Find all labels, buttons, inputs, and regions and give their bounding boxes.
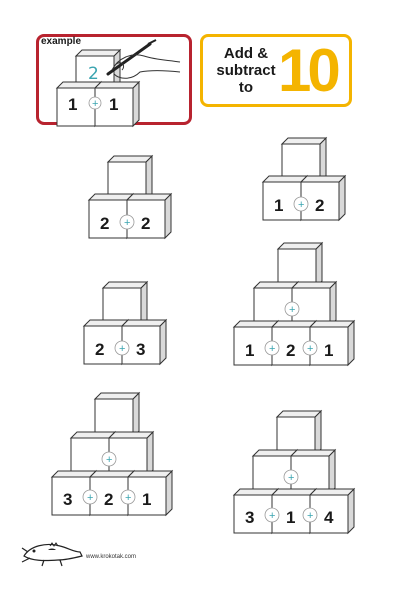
puzzle-6-bottom-1: 3 (245, 508, 254, 527)
puzzle-6-operator-upper: + (288, 472, 294, 484)
puzzle-5-bottom-3: 1 (142, 490, 151, 509)
puzzle-4-operator-2: + (307, 343, 313, 355)
puzzle-3-operator: + (119, 343, 125, 355)
title-panel (200, 34, 352, 107)
footer-url: www.krokotak.com (86, 554, 137, 560)
title-number: 10 (278, 37, 341, 104)
crocodile-logo-icon (21, 542, 83, 567)
puzzle-4-operator-upper: + (289, 304, 295, 316)
title-line-3: to (238, 79, 254, 96)
puzzle-3: 2 3 + (83, 281, 167, 365)
puzzle-1: 2 2 + (88, 155, 172, 239)
puzzle-6: + 3 1 4 + + (233, 410, 355, 534)
example-operator: + (92, 98, 98, 110)
puzzle-4-operator-1: + (269, 343, 275, 355)
hand-with-pen-icon (106, 39, 181, 79)
example-bottom-left: 1 (68, 95, 77, 114)
puzzle-4-bottom-1: 1 (245, 341, 254, 360)
puzzle-5-operator-2: + (125, 492, 131, 504)
puzzle-2-bottom-2: 2 (315, 196, 324, 215)
puzzle-6-bottom-2: 1 (286, 508, 295, 527)
puzzle-6-bottom-3: 4 (324, 508, 334, 527)
example-label: example (41, 36, 82, 47)
puzzle-6-operator-1: + (269, 510, 275, 522)
puzzle-2: 1 2 + (262, 137, 346, 221)
puzzle-1-bottom-1: 2 (100, 214, 109, 233)
puzzle-5-operator-1: + (87, 492, 93, 504)
puzzle-3-bottom-2: 3 (136, 340, 145, 359)
example-bottom-right: 1 (109, 95, 118, 114)
puzzle-6-operator-2: + (307, 510, 313, 522)
puzzle-1-operator: + (124, 217, 130, 229)
title-line-1: Add & (223, 45, 269, 62)
puzzle-1-bottom-2: 2 (141, 214, 150, 233)
puzzle-5-bottom-2: 2 (104, 490, 113, 509)
puzzle-5-bottom-1: 3 (63, 490, 72, 509)
example-pyramid: 2 1 1 + (56, 39, 181, 127)
puzzle-4-bottom-2: 2 (286, 341, 295, 360)
puzzle-5-operator-upper: + (106, 454, 112, 466)
title-line-2: subtract (216, 62, 276, 79)
puzzle-4: + 1 2 1 + + (233, 242, 355, 366)
puzzle-2-bottom-1: 1 (274, 196, 283, 215)
puzzle-3-bottom-1: 2 (95, 340, 104, 359)
puzzle-5: + 3 2 1 + + (51, 392, 173, 516)
example-top-value: 2 (88, 64, 99, 84)
puzzle-2-operator: + (298, 199, 304, 211)
puzzle-4-bottom-3: 1 (324, 341, 333, 360)
